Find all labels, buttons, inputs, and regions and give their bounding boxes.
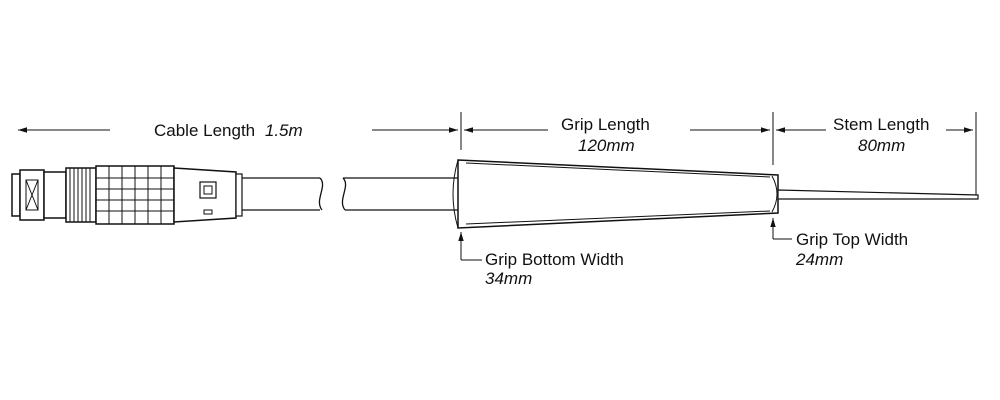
cable <box>242 177 458 211</box>
stem-length-label: Stem Length <box>833 115 929 134</box>
grip-bottom-width-value: 34mm <box>485 269 532 288</box>
grip-length-dimension: Grip Length 120mm <box>460 112 774 165</box>
connector <box>11 165 243 225</box>
stem-length-dimension: Stem Length 80mm <box>776 112 977 198</box>
stem <box>777 189 979 200</box>
grip-length-label: Grip Length <box>561 115 650 134</box>
grip <box>452 159 779 229</box>
cable-length-dimension: Cable Length 1.5m <box>18 121 458 140</box>
cable-length-value: 1.5m <box>265 121 303 140</box>
grip-top-width-value: 24mm <box>795 250 843 269</box>
grip-length-value: 120mm <box>578 136 635 155</box>
grip-top-width-label: Grip Top Width <box>796 230 908 249</box>
threaded-section <box>65 167 97 223</box>
knurled-body <box>95 165 175 225</box>
grip-top-width-callout: Grip Top Width 24mm <box>770 218 908 269</box>
grip-bottom-width-callout: Grip Bottom Width 34mm <box>458 232 624 288</box>
grip-bottom-width-label: Grip Bottom Width <box>485 250 624 269</box>
stem-length-value: 80mm <box>858 136 905 155</box>
cable-length-label: Cable Length 1.5m <box>154 121 303 140</box>
